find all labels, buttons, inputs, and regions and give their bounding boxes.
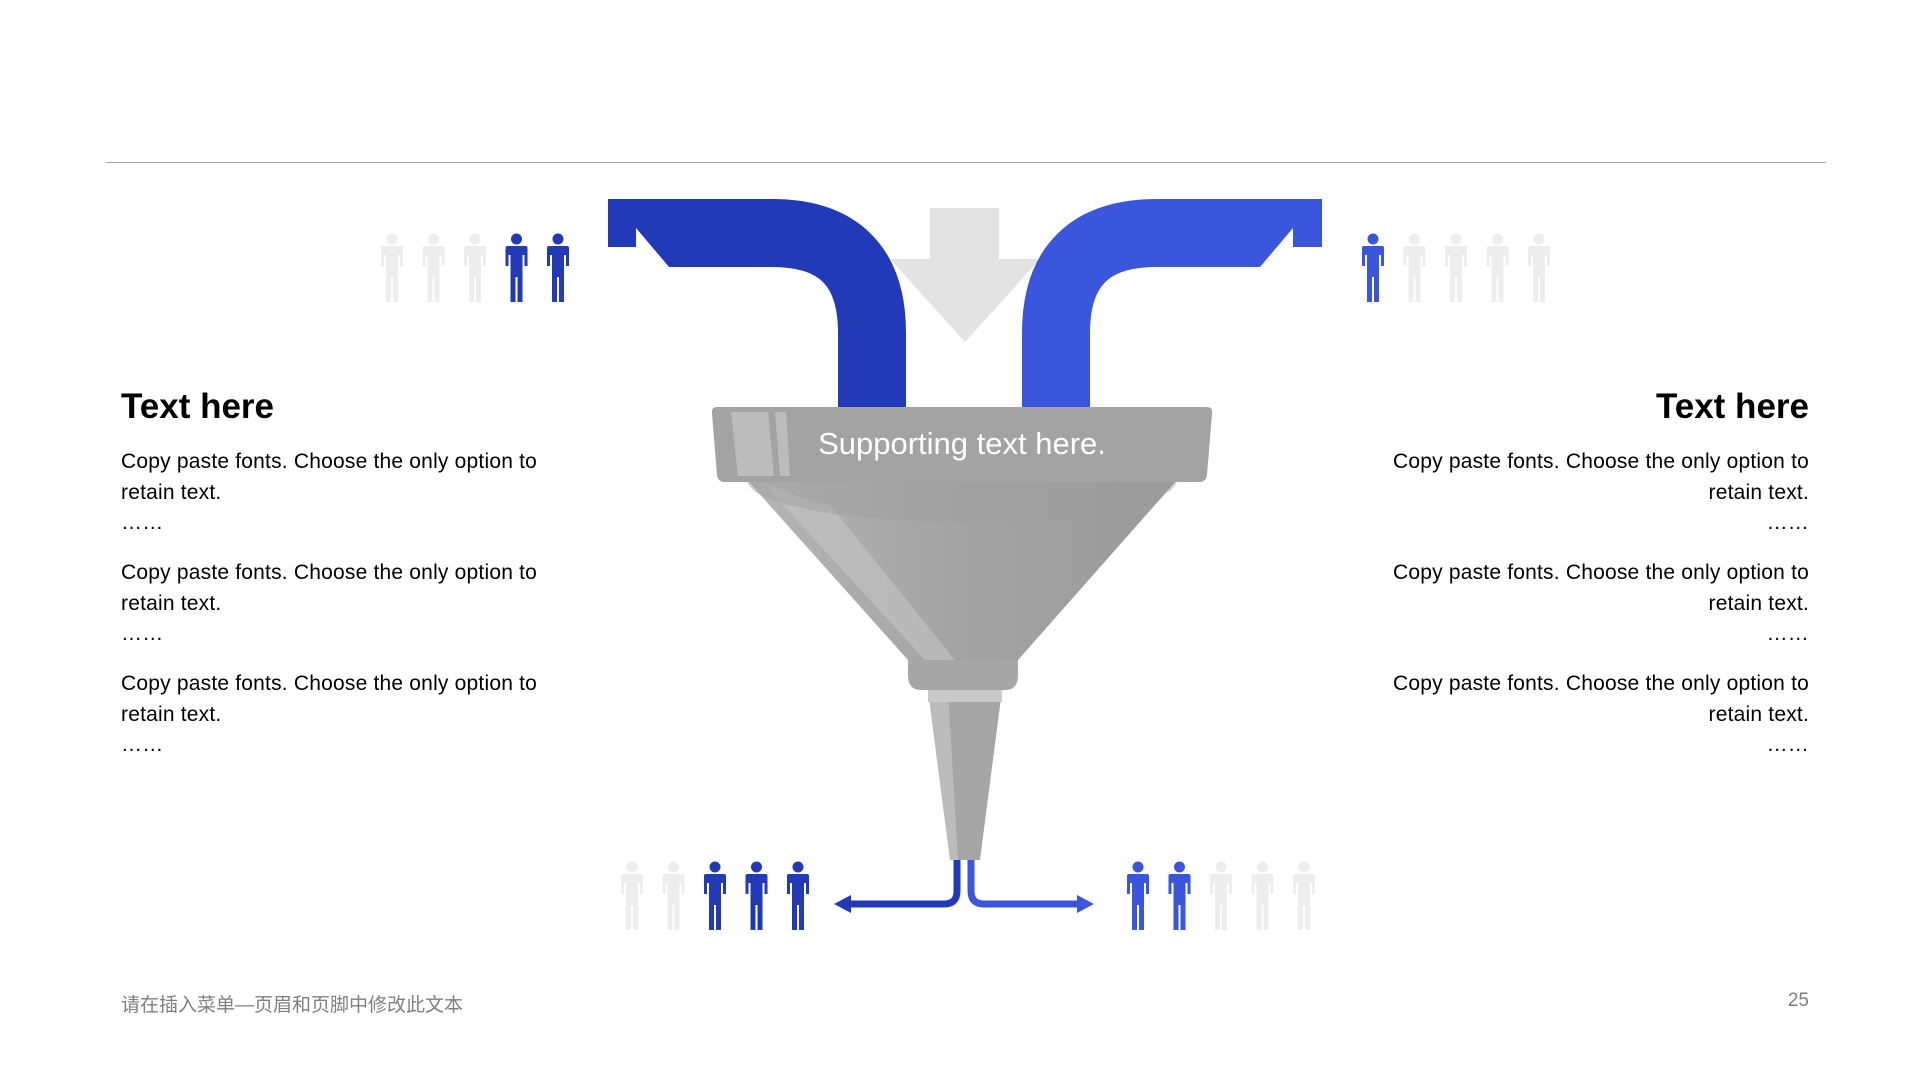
right-paragraph-ellipsis: …… <box>1766 622 1809 645</box>
left-column-title: Text here <box>121 387 275 426</box>
person-icon <box>787 861 809 930</box>
person-icon <box>704 861 726 930</box>
left-paragraph-text: Copy paste fonts. Choose the only option… <box>121 672 538 726</box>
left-paragraph: Copy paste fonts. Choose the only option… <box>121 668 571 760</box>
person-icon <box>1486 233 1509 302</box>
page-number: 25 <box>1787 990 1809 1011</box>
person-icon <box>1403 233 1426 302</box>
person-icon <box>505 233 528 302</box>
left-paragraph: Copy paste fonts. Choose the only option… <box>121 446 571 538</box>
person-icon <box>1445 233 1467 302</box>
right-paragraph-ellipsis: …… <box>1766 511 1809 534</box>
people-group-bottom-left <box>621 861 809 930</box>
right-paragraph: Copy paste fonts. Choose the only option… <box>1359 446 1809 538</box>
left-paragraph-ellipsis: …… <box>121 622 164 645</box>
people-group-bottom-right <box>1127 861 1315 930</box>
right-inflow-pipe <box>1022 199 1322 410</box>
left-paragraph-ellipsis: …… <box>121 511 164 534</box>
right-paragraph: Copy paste fonts. Choose the only option… <box>1359 668 1809 760</box>
left-paragraph-text: Copy paste fonts. Choose the only option… <box>121 450 538 504</box>
people-group-top-left <box>381 233 569 302</box>
right-paragraph-text: Copy paste fonts. Choose the only option… <box>1392 672 1809 726</box>
left-paragraph: Copy paste fonts. Choose the only option… <box>121 557 571 649</box>
person-icon <box>745 861 768 930</box>
person-icon <box>1293 861 1315 930</box>
person-icon <box>547 233 569 302</box>
funnel: Supporting text here. <box>711 407 1213 860</box>
right-paragraph-text: Copy paste fonts. Choose the only option… <box>1392 450 1809 504</box>
people-groups <box>381 233 1550 930</box>
people-group-top-right <box>1362 233 1550 302</box>
left-text-column: Text here Copy paste fonts. Choose the o… <box>121 385 571 779</box>
right-column-title: Text here <box>1655 387 1809 426</box>
right-text-column: Text here Copy paste fonts. Choose the o… <box>1359 385 1809 779</box>
right-paragraph: Copy paste fonts. Choose the only option… <box>1359 557 1809 649</box>
person-icon <box>1251 861 1274 930</box>
person-icon <box>1127 861 1149 930</box>
person-icon <box>1528 233 1550 302</box>
left-paragraph-ellipsis: …… <box>121 733 164 756</box>
header-rule <box>106 162 1826 163</box>
footer-note: 请在插入菜单—页眉和页脚中修改此文本 <box>121 995 464 1016</box>
outflow-arrows <box>834 860 1094 913</box>
person-icon <box>422 233 445 302</box>
right-paragraph-ellipsis: …… <box>1766 733 1809 756</box>
person-icon <box>1168 861 1191 930</box>
left-inflow-pipe <box>608 199 906 410</box>
person-icon <box>381 233 403 302</box>
person-icon <box>621 861 643 930</box>
person-icon <box>1210 861 1232 930</box>
gray-down-arrow <box>890 208 1040 342</box>
person-icon <box>662 861 685 930</box>
person-icon <box>464 233 486 302</box>
left-paragraph-text: Copy paste fonts. Choose the only option… <box>121 561 538 615</box>
right-paragraph-text: Copy paste fonts. Choose the only option… <box>1392 561 1809 615</box>
person-icon <box>1362 233 1384 302</box>
funnel-label: Supporting text here. <box>818 426 1106 461</box>
